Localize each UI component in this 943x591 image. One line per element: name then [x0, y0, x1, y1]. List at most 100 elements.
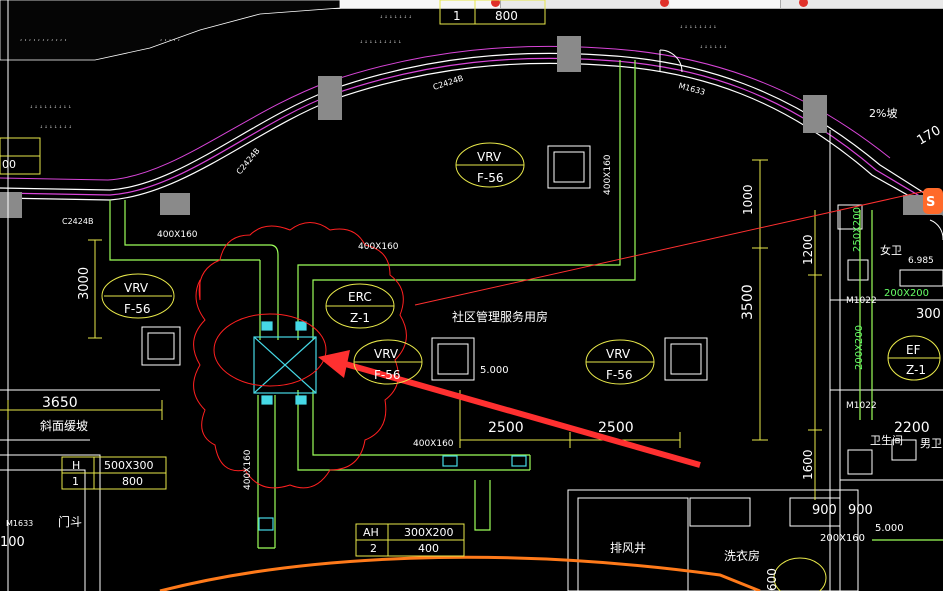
- vrv-3-type: VRV: [374, 347, 399, 361]
- door-m1633-b: M1633: [6, 519, 33, 528]
- dim-600: 600: [765, 568, 779, 591]
- elevation-2: 5.000: [875, 523, 904, 534]
- dim-3000: 3000: [77, 267, 92, 300]
- ah-table-cell-1: 2: [370, 542, 377, 555]
- h-table-cell-2: 800: [122, 475, 143, 488]
- dim-3650: 3650: [42, 395, 78, 411]
- left-table-grid: [0, 137, 41, 175]
- dim-00: 00: [2, 158, 16, 171]
- ef-type: EF: [906, 343, 921, 357]
- dim-100: 100: [0, 535, 25, 550]
- dim-170: 170: [915, 123, 943, 148]
- tab-2[interactable]: [330, 0, 501, 8]
- svg-text:ꜜ ꜜ ꜜ ꜜ ꜜ ꜜ ꜜ ꜜ ꜜ: ꜜ ꜜ ꜜ ꜜ ꜜ ꜜ ꜜ ꜜ ꜜ: [360, 39, 401, 47]
- vrv-unit-2: [547, 145, 591, 189]
- male-wc-label: 男卫: [920, 437, 942, 450]
- duct-size-g: 200X200: [884, 288, 929, 299]
- duct-size-c: 400X160: [413, 439, 454, 449]
- dim-1200: 1200: [801, 234, 815, 265]
- vrv-3-code: F-56: [374, 368, 401, 382]
- svg-text:ꜜ ꜜ ꜜ ꜜ ꜜ ꜜ ꜜ ꜜ: ꜜ ꜜ ꜜ ꜜ ꜜ ꜜ ꜜ ꜜ: [680, 24, 717, 32]
- shaft-label: 排风井: [610, 541, 646, 555]
- vrv-unit-1: [141, 326, 181, 366]
- landscape-hatch: , , , , , , , , , , , , , , , , ꜜ ꜜ ꜜ ꜜ …: [0, 0, 727, 132]
- erc-unit-box: [253, 321, 527, 531]
- top-table-cell-2: 800: [495, 9, 518, 23]
- dim-300: 300: [916, 307, 941, 322]
- female-wc-label: 女卫: [880, 243, 902, 257]
- svg-text:, , , , ,: , , , , ,: [160, 34, 180, 42]
- ah-table-cell-2: 400: [418, 542, 439, 555]
- door-code-2: C2424B: [235, 146, 262, 176]
- dim-900-b: 900: [848, 503, 873, 518]
- tab-2-close-icon[interactable]: [491, 0, 500, 7]
- structural-columns: [0, 36, 943, 218]
- duct-size-i: 200X160: [820, 533, 865, 544]
- ramp-label: 斜面缓坡: [40, 419, 88, 433]
- erc-type: ERC: [348, 290, 372, 304]
- door-m1022-b: M1022: [846, 401, 877, 411]
- elevation-1: 5.000: [480, 365, 509, 376]
- vrv-4-code: F-56: [606, 368, 633, 382]
- ah-table-header-1: AH: [363, 526, 379, 539]
- duct-size-e: 400X160: [243, 449, 253, 490]
- duct-size-b: 400X160: [358, 242, 399, 252]
- h-table-grid: [61, 456, 167, 490]
- top-table-grid: [439, 0, 546, 25]
- unit-tags: [101, 142, 941, 591]
- app-logo-badge: S: [923, 188, 943, 214]
- top-table-cell-1: 1: [453, 9, 461, 23]
- revision-cloud: [193, 222, 407, 489]
- vrv-1-type: VRV: [124, 281, 149, 295]
- dim-1600: 1600: [801, 449, 815, 480]
- ef-code: Z-1: [906, 363, 926, 377]
- svg-text:ꜜ ꜜ ꜜ ꜜ ꜜ ꜜ: ꜜ ꜜ ꜜ ꜜ ꜜ ꜜ: [700, 44, 727, 52]
- door-code-4: M1633: [677, 81, 706, 97]
- tab-3[interactable]: [670, 0, 781, 8]
- erc-code: Z-1: [350, 311, 370, 325]
- duct-size-h: 250X200: [852, 207, 863, 252]
- door-code-1: C2424B: [62, 217, 93, 226]
- annotation-arrow: [318, 189, 931, 468]
- svg-text:ꜜ ꜜ ꜜ ꜜ ꜜ ꜜ ꜜ: ꜜ ꜜ ꜜ ꜜ ꜜ ꜜ ꜜ: [40, 124, 72, 132]
- svg-text:S: S: [926, 195, 935, 210]
- dim-3500: 3500: [740, 284, 756, 320]
- ah-table-header-2: 300X200: [404, 526, 454, 539]
- door-m1022-a: M1022: [846, 296, 877, 306]
- vrv-2-type: VRV: [477, 150, 502, 164]
- duct-size-d: 400X160: [603, 154, 613, 195]
- door-label: 门斗: [58, 514, 82, 529]
- toilet-label: 卫生间: [870, 433, 903, 447]
- dim-1000: 1000: [741, 184, 755, 215]
- tab-3-close-icon[interactable]: [660, 0, 669, 7]
- svg-text:, , , , , , , , , , ,: , , , , , , , , , , ,: [20, 34, 67, 42]
- slope-label: 2%坡: [869, 107, 897, 120]
- door-code-3: C2424B: [432, 74, 465, 92]
- vrv-unit-3: [431, 337, 475, 381]
- h-table-cell-1: 1: [72, 475, 79, 488]
- orange-boundary-line: [159, 555, 761, 591]
- vrv-unit-4: [664, 337, 708, 381]
- tab-4-close-icon[interactable]: [799, 0, 808, 7]
- dim-2200: 2200: [894, 420, 930, 436]
- duct-network: [109, 60, 943, 549]
- h-table-header-2: 500X300: [104, 459, 154, 472]
- room-label: 社区管理服务用房: [452, 309, 548, 324]
- svg-text:ꜜ ꜜ ꜜ ꜜ ꜜ ꜜ ꜜ ꜜ ꜜ: ꜜ ꜜ ꜜ ꜜ ꜜ ꜜ ꜜ ꜜ ꜜ: [30, 104, 71, 112]
- vrv-2-code: F-56: [477, 171, 504, 185]
- vrv-4-type: VRV: [606, 347, 631, 361]
- duct-size-a: 400X160: [157, 230, 198, 240]
- dim-900-a: 900: [812, 503, 837, 518]
- ah-table-grid: [355, 523, 465, 557]
- duct-size-f: 200X200: [854, 325, 865, 370]
- dim-2500-a: 2500: [488, 420, 524, 436]
- curved-exterior-wall: [0, 45, 943, 216]
- laundry-label: 洗衣房: [724, 548, 760, 563]
- vrv-1-code: F-56: [124, 302, 151, 316]
- dimension-lines: [0, 159, 822, 500]
- elevation-6985: 6.985: [908, 256, 934, 266]
- h-table-header-1: H: [72, 459, 80, 472]
- dim-2500-b: 2500: [598, 420, 634, 436]
